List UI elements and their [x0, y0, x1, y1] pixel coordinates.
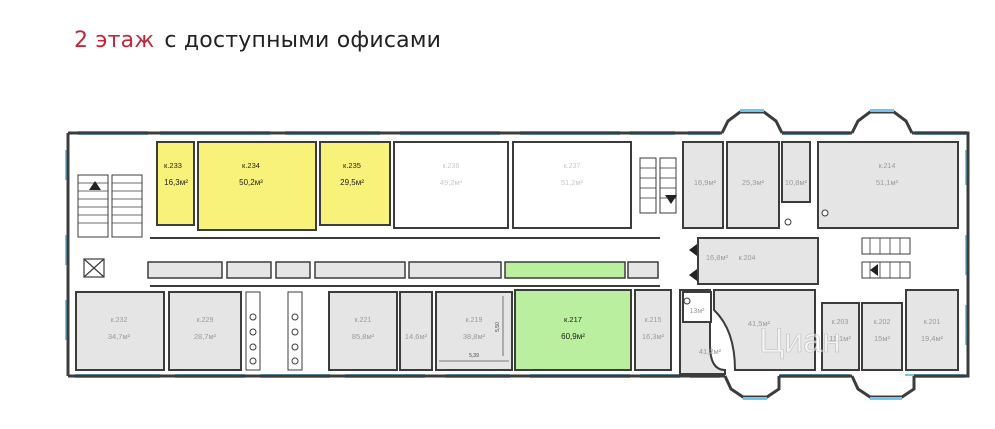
room-237[interactable] — [512, 141, 632, 229]
room-232-area: 34,7м² — [108, 332, 131, 341]
room-n1-area: 16,9м² — [694, 178, 717, 187]
room-235[interactable] — [319, 141, 391, 226]
room-234-area: 50,2м² — [239, 178, 263, 187]
dimension-width: 5,39 — [469, 353, 479, 359]
room-n1[interactable] — [682, 141, 724, 229]
room-232[interactable] — [75, 291, 165, 371]
room-n2[interactable] — [726, 141, 780, 229]
room-229[interactable] — [168, 291, 242, 371]
room-n4[interactable] — [399, 291, 433, 371]
room-217-number: к.217 — [564, 315, 582, 324]
room-232-number: к.232 — [111, 317, 128, 324]
stair-arrows — [89, 181, 878, 281]
room-n5-area: 13м² — [690, 308, 706, 315]
room-215-area: 16,3м² — [642, 332, 665, 341]
room-219-number: к.219 — [466, 317, 483, 324]
staircases — [77, 157, 911, 279]
room-n2-area: 25,3м² — [742, 178, 765, 187]
room-201-number: к.201 — [924, 319, 941, 326]
room-237-area: 51,2м² — [561, 178, 584, 187]
room-202-area: 15м² — [874, 334, 890, 343]
room-236-number: к.236 — [443, 163, 460, 170]
room-204-area: 16,8м² — [706, 253, 729, 262]
room-217[interactable] — [514, 289, 632, 371]
room-n7-area: 41,5м² — [748, 319, 771, 328]
room-233[interactable] — [156, 141, 195, 226]
room-labels: к.233 16,3м² к.234 50,2м² к.235 29,5м² к… — [108, 161, 944, 356]
dimension-lines — [439, 296, 509, 362]
room-215-number: к.215 — [645, 317, 662, 324]
room-221-area: 85,8м² — [352, 332, 375, 341]
bay-windows — [720, 110, 916, 399]
room-234[interactable] — [197, 141, 317, 231]
room-219-area: 38,8м² — [463, 332, 486, 341]
room-235-area: 29,5м² — [340, 178, 364, 187]
room-229-area: 28,7м² — [194, 332, 217, 341]
room-214[interactable] — [817, 141, 959, 229]
room-221[interactable] — [328, 291, 398, 371]
room-237-number: к.237 — [564, 163, 581, 170]
floor-label: 2 этаж — [74, 28, 155, 53]
room-203-number: к.203 — [832, 319, 849, 326]
room-n6-area: 41,2м² — [699, 347, 722, 356]
room-233-area: 16,3м² — [164, 178, 188, 187]
outer-wall — [66, 131, 970, 378]
room-235-number: к.235 — [343, 161, 361, 170]
room-233-number: к.233 — [164, 161, 182, 170]
room-n3[interactable] — [781, 141, 811, 203]
room-204[interactable] — [697, 237, 819, 285]
room-236-area: 49,2м² — [440, 178, 463, 187]
room-201-area: 19,4м² — [921, 334, 944, 343]
watermark: Циан — [759, 322, 841, 360]
page-title: 2 этаж с доступными офисами — [74, 28, 441, 53]
room-204-number: к.204 — [739, 255, 756, 262]
room-n3-area: 10,8м² — [785, 178, 808, 187]
room-236[interactable] — [393, 141, 509, 229]
room-234-number: к.234 — [242, 161, 260, 170]
room-214-number: к.214 — [879, 163, 896, 170]
dimension-height: 5,50 — [495, 322, 501, 332]
room-215[interactable] — [634, 289, 672, 371]
floor-subtitle: с доступными офисами — [164, 28, 442, 53]
room-n7[interactable] — [713, 289, 816, 371]
room-201[interactable] — [905, 289, 959, 371]
room-203-area: 11,1м² — [829, 334, 851, 343]
room-202[interactable] — [861, 302, 903, 371]
room-202-number: к.202 — [874, 319, 891, 326]
room-221-number: к.221 — [355, 317, 372, 324]
room-214-area: 51,1м² — [876, 178, 899, 187]
room-229-number: к.229 — [197, 317, 214, 324]
room-203[interactable] — [821, 302, 860, 371]
room-219[interactable] — [435, 291, 513, 371]
room-n4-area: 14,6м² — [405, 332, 428, 341]
rooms — [75, 141, 959, 375]
elevator — [83, 258, 105, 278]
corridor — [147, 237, 660, 287]
toilets — [245, 209, 829, 371]
room-217-area: 60,9м² — [561, 332, 585, 341]
